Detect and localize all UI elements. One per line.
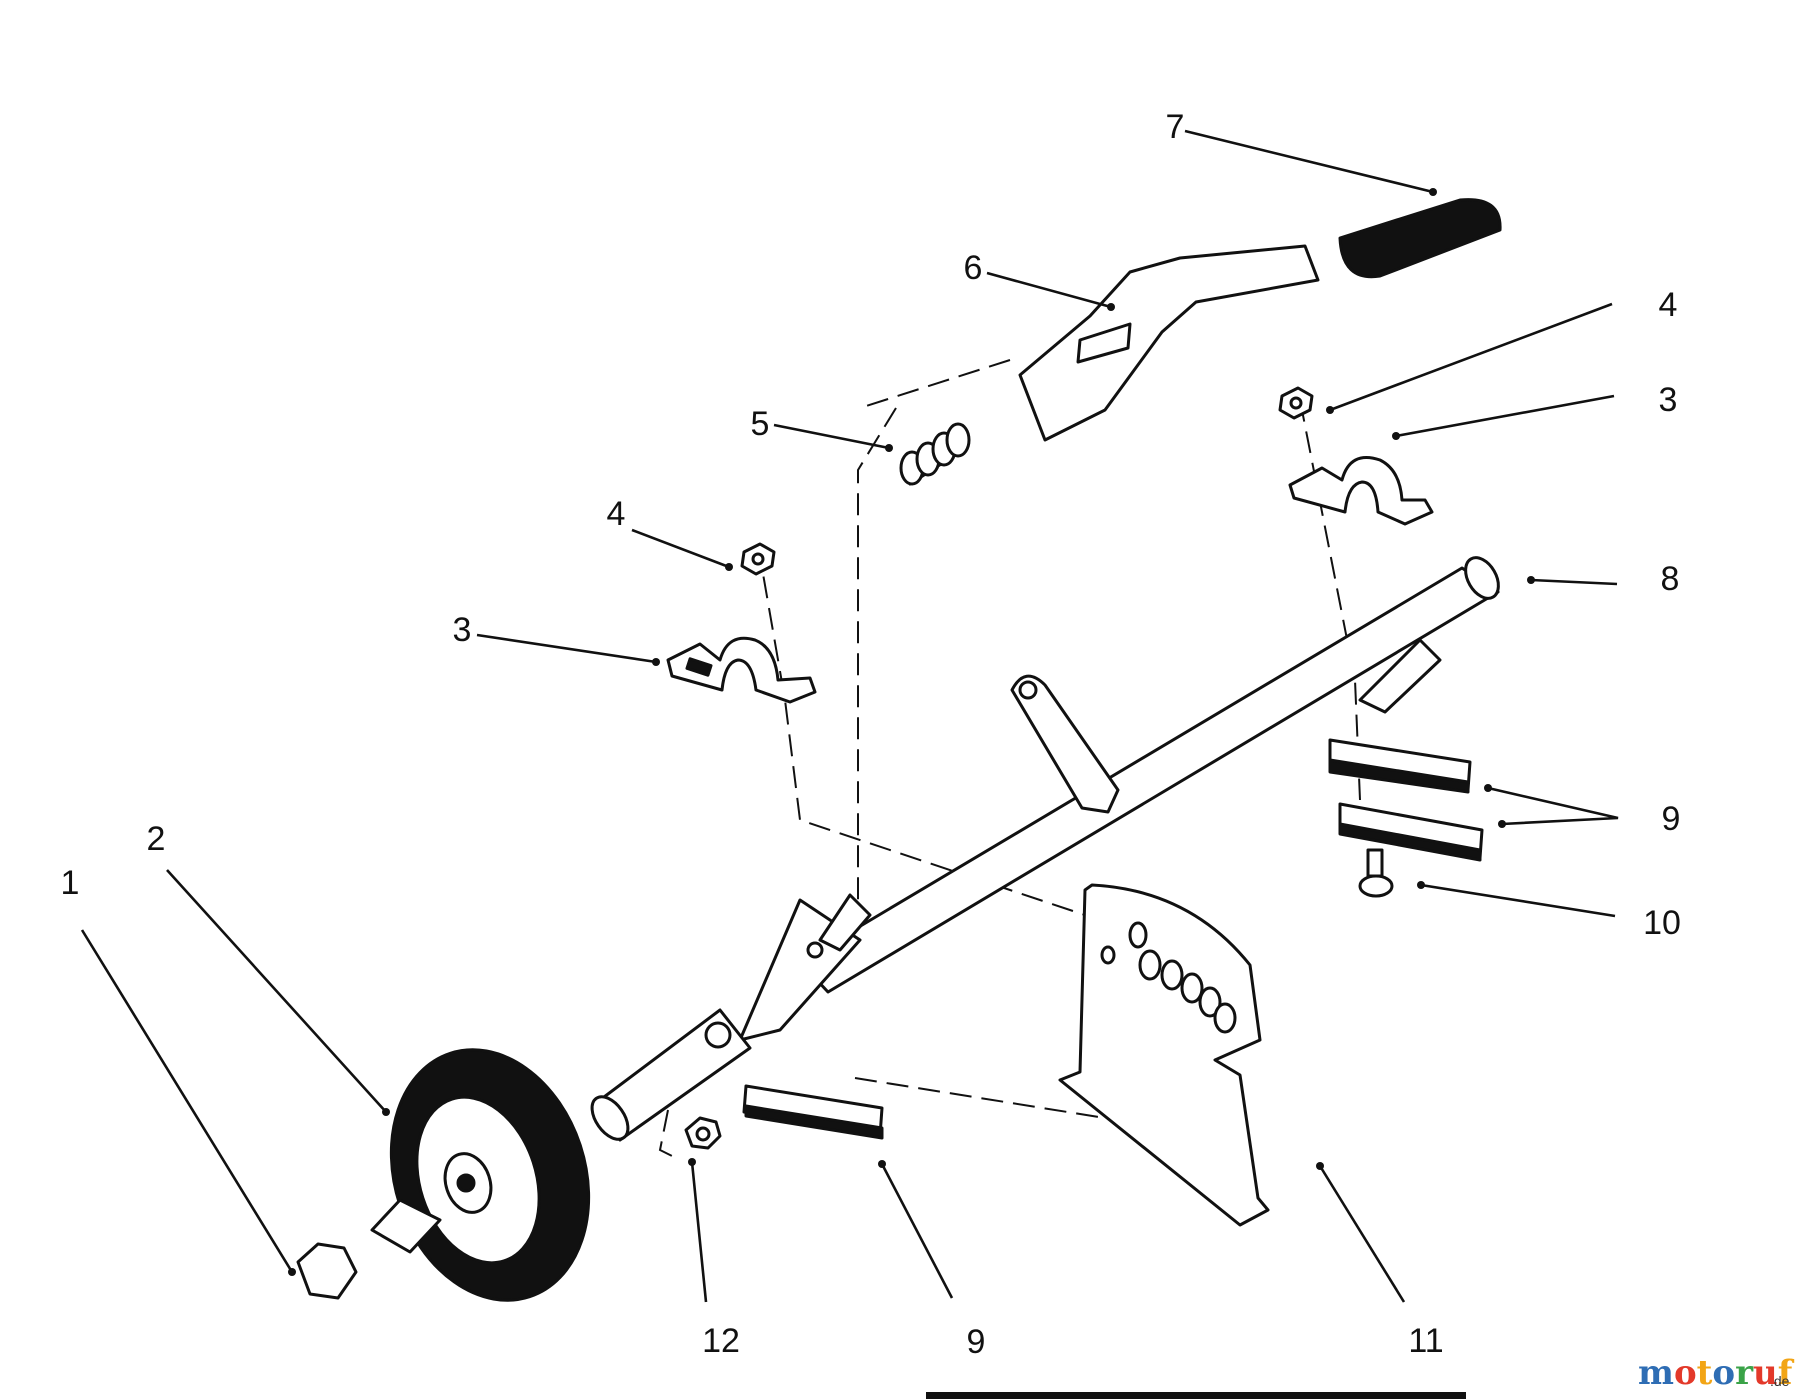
spring-part [899,422,971,486]
callout-4-right: 4 [1659,286,1678,324]
callout-10: 10 [1643,904,1681,942]
callout-11: 11 [1408,1322,1443,1360]
watermark-letter: o [1712,1353,1735,1393]
callout-5: 5 [751,405,770,443]
grip-part [1338,198,1502,279]
bracket-part-right [1288,456,1434,526]
watermark-letter: t [1697,1353,1713,1393]
callout-9-bottom: 9 [967,1323,986,1361]
callout-numbers: 1 2 3 3 4 4 5 6 7 8 9 9 10 11 12 [61,108,1681,1361]
wheel-part [389,1048,591,1302]
svg-text:motoruf: motoruf [1638,1353,1795,1393]
leader-lines [80,129,1619,1303]
callout-7: 7 [1166,108,1185,146]
axle-bolt-part [296,1198,442,1300]
handle-part [1018,244,1320,442]
callout-1: 1 [61,864,80,902]
watermark-suffix: .de [1770,1373,1790,1389]
nut-part-right [1278,386,1314,420]
callout-3-left: 3 [453,611,472,649]
watermark-letter: o [1674,1353,1697,1393]
spacer-plate-lower-right [1338,802,1484,862]
watermark-letter: m [1638,1353,1674,1393]
screw-part [1358,848,1394,898]
callout-6: 6 [964,249,983,287]
watermark-logo: motoruf .de [1638,1353,1795,1393]
quadrant-plate-part [1058,883,1270,1227]
cropped-heading-fragment [926,1392,1466,1399]
watermark-letter: u [1753,1353,1778,1393]
flange-nut-part [684,1116,722,1150]
callout-8: 8 [1661,560,1680,598]
bracket-part-left [666,636,817,704]
spacer-plate-upper-right [1328,738,1472,794]
nut-part-left [740,542,776,576]
callout-3-right: 3 [1659,381,1678,419]
lever-rod-part [590,556,1500,1142]
callout-12: 12 [702,1322,740,1360]
watermark-letter: f [1778,1353,1795,1393]
callout-4-left: 4 [607,495,626,533]
assembly-guide-lines [658,359,1361,1180]
watermark-letter: r [1735,1353,1754,1393]
callout-9-right: 9 [1662,800,1681,838]
callout-2: 2 [147,820,166,858]
spacer-plate-bottom [742,1084,884,1140]
